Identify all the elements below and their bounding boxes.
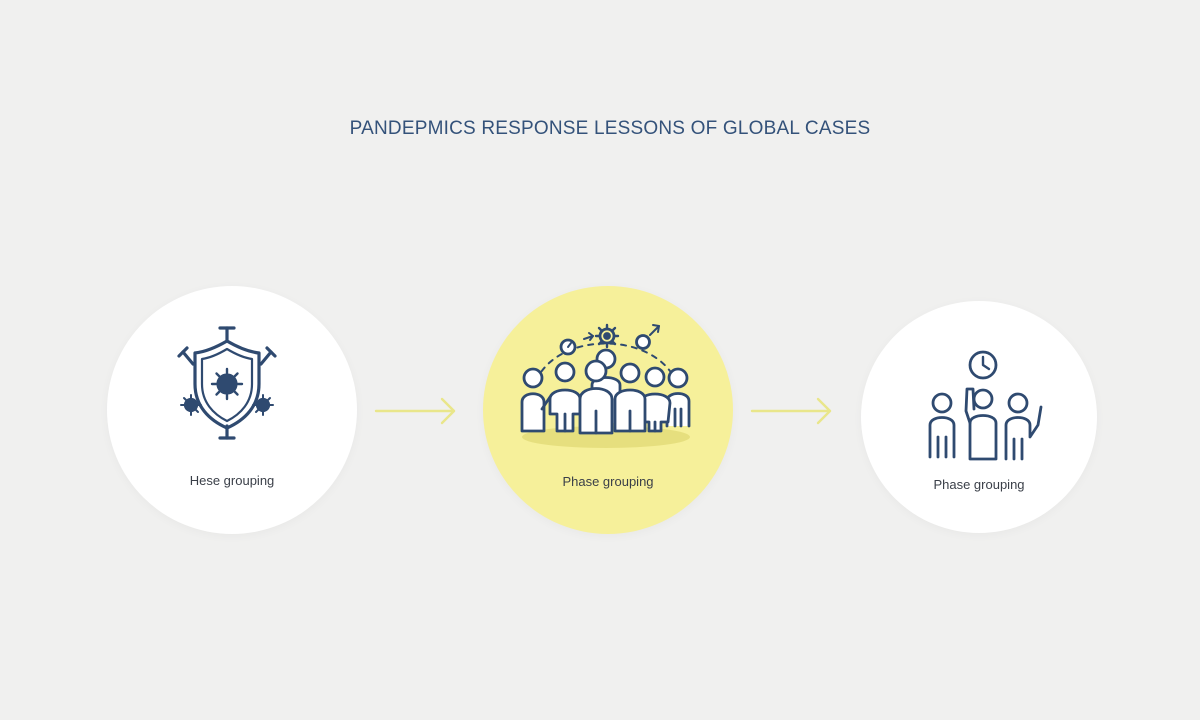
node-label: Phase grouping — [933, 477, 1025, 492]
node-stage-1: Hese grouping — [107, 286, 357, 534]
arrow-right-icon — [750, 397, 832, 425]
node-stage-3: Phase grouping — [861, 301, 1097, 533]
crowd-icon — [520, 323, 691, 448]
arrow-right-icon — [374, 397, 456, 425]
shield-virus-icon — [177, 326, 277, 440]
node-label: Phase grouping — [562, 474, 654, 489]
node-label: Hese grouping — [189, 473, 275, 488]
group-clock-icon — [928, 350, 1043, 461]
diagram-title: PANDEPMICS RESPONSE LESSONS OF GLOBAL CA… — [349, 118, 871, 139]
node-stage-2: Phase grouping — [483, 286, 733, 534]
